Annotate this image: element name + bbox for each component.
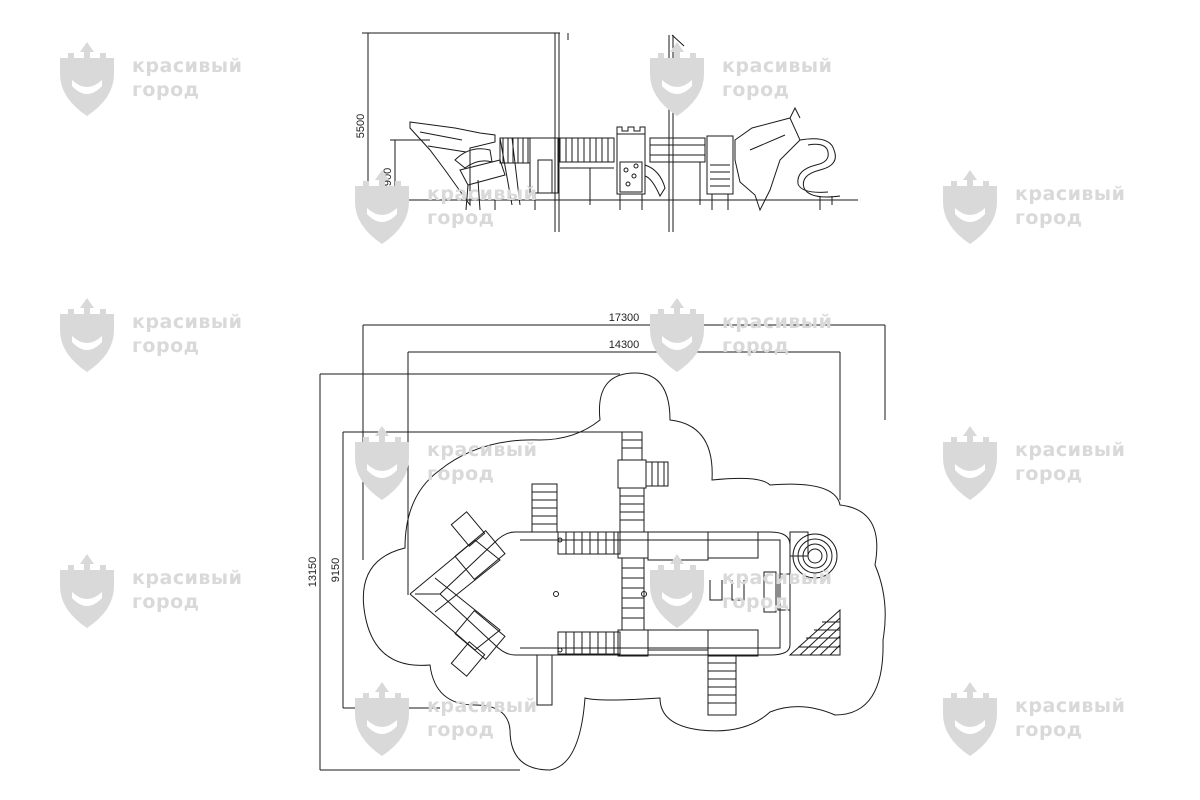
castle-shield-icon (60, 554, 114, 628)
spiral-slide (799, 138, 841, 198)
watermark-line1: красивый (132, 55, 243, 77)
watermark-line2: город (1015, 719, 1083, 741)
watermark-line2: город (722, 335, 790, 357)
castle-shield-icon (60, 298, 114, 372)
safety-zone (362, 372, 886, 771)
watermark-line1: красивый (1015, 183, 1126, 205)
castle-shield-icon (650, 554, 704, 628)
watermark-line1: красивый (722, 55, 833, 77)
dim-label-13150: 13150 (307, 557, 319, 588)
watermark-line1: красивый (427, 695, 538, 717)
castle-shield-icon (943, 170, 997, 244)
dim-label-14300: 14300 (609, 339, 640, 351)
dim-label-9150: 9150 (330, 558, 342, 582)
castle-shield-icon (355, 170, 409, 244)
watermark-line1: красивый (132, 311, 243, 333)
castle-shield-icon (355, 682, 409, 756)
watermark-line2: город (427, 207, 495, 229)
castle-shield-icon (650, 298, 704, 372)
bridge (559, 137, 615, 163)
castle-tower (616, 126, 646, 135)
side-view (360, 32, 858, 232)
ship-bow (409, 121, 496, 207)
castle-shield-icon (355, 426, 409, 500)
castle-shield-icon (650, 42, 704, 116)
climbing-net (788, 608, 841, 656)
dim-label-17300: 17300 (609, 312, 640, 324)
watermark-line1: красивый (722, 567, 833, 589)
watermark-line2: город (722, 591, 790, 613)
watermark-line1: красивый (722, 311, 833, 333)
watermark-line1: красивый (427, 183, 538, 205)
castle-shield-icon (60, 42, 114, 116)
watermark-line2: город (132, 79, 200, 101)
watermark-line1: красивый (1015, 439, 1126, 461)
ship-hull (439, 531, 791, 656)
ship-stern (734, 117, 801, 212)
watermark-line1: красивый (1015, 695, 1126, 717)
watermark-line2: город (1015, 207, 1083, 229)
dim-label-5500: 5500 (355, 114, 367, 138)
watermark-line2: город (1015, 463, 1083, 485)
watermark-line2: город (132, 335, 200, 357)
watermark-line2: город (722, 79, 790, 101)
castle-shield-icon (943, 426, 997, 500)
watermark-line2: город (132, 591, 200, 613)
watermark-line2: город (427, 463, 495, 485)
watermark-line2: город (427, 719, 495, 741)
watermark-line1: красивый (427, 439, 538, 461)
watermark-line1: красивый (132, 567, 243, 589)
castle-shield-icon (943, 682, 997, 756)
